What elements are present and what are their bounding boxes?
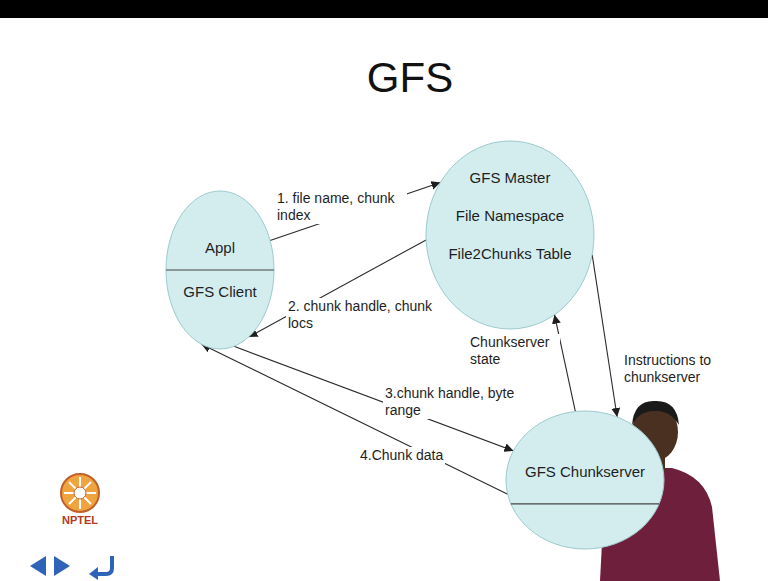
ellipse-node: GFS MasterFile NamespaceFile2Chunks Tabl… <box>425 140 595 330</box>
ellipse-shape <box>166 191 274 349</box>
text-slot: GFS Master <box>425 169 595 187</box>
ellipse-shape <box>426 141 594 329</box>
nav-forward-arrow <box>54 556 70 576</box>
edge-label: 4.Chunk data <box>358 447 445 464</box>
node-text: Appl <box>205 239 235 257</box>
nptel-logo <box>61 474 99 512</box>
node-text: File2Chunks Table <box>448 245 571 263</box>
presenter-hair <box>632 401 679 425</box>
ellipse-node: ApplGFS Client <box>165 190 275 350</box>
ellipse-shape <box>506 411 664 549</box>
logo-disc <box>61 474 99 512</box>
ellipse-divider <box>511 503 659 504</box>
edge-label: Chunkserver state <box>468 334 560 368</box>
node-text: File Namespace <box>456 207 564 225</box>
nav-back-arrow <box>30 556 46 576</box>
label-slot: NPTEL <box>40 514 120 527</box>
logo-text: NPTEL <box>62 514 98 527</box>
ellipse-outline <box>425 140 595 330</box>
edge-label: 3.chunk handle, byte range <box>383 385 525 419</box>
label-slot: Chunkserver state <box>468 334 560 368</box>
arrow-connector <box>592 255 617 417</box>
label-slot: 3.chunk handle, byte range <box>383 385 525 419</box>
text-slot: GFS Client <box>165 283 275 301</box>
logo-hub <box>74 487 86 499</box>
text-slot: GFS Chunkserver <box>505 463 665 481</box>
text-slot: Appl <box>165 239 275 257</box>
slide-title: GFS <box>367 54 453 102</box>
label-slot: 2. chunk handle, chunk locs <box>286 298 444 332</box>
logo-spokes <box>64 477 96 509</box>
nav-return-arrow <box>98 556 112 574</box>
edge-label: 1. file name, chunk index <box>275 190 407 224</box>
node-text: GFS Client <box>183 283 256 301</box>
text-slot: File2Chunks Table <box>425 245 595 263</box>
nav-return-head <box>89 567 98 580</box>
node-text: GFS Master <box>470 169 551 187</box>
ellipse-outline <box>165 190 275 350</box>
label-slot: 1. file name, chunk index <box>275 190 407 224</box>
ellipse-divider <box>166 269 274 270</box>
ellipse-outline <box>505 410 665 550</box>
node-text: GFS Chunkserver <box>525 463 645 481</box>
arrow-connector <box>270 182 440 240</box>
arrow-connector <box>202 344 508 494</box>
edge-label: Instructions to chunkserver <box>622 352 734 386</box>
ellipse-node: GFS Chunkserver <box>505 410 665 550</box>
top-band <box>0 0 768 18</box>
label-slot: Instructions to chunkserver <box>622 352 734 386</box>
label-slot: 4.Chunk data <box>358 446 478 464</box>
text-slot: File Namespace <box>425 207 595 225</box>
title-slot: GFS <box>260 54 560 102</box>
edge-label: 2. chunk handle, chunk locs <box>286 298 444 332</box>
